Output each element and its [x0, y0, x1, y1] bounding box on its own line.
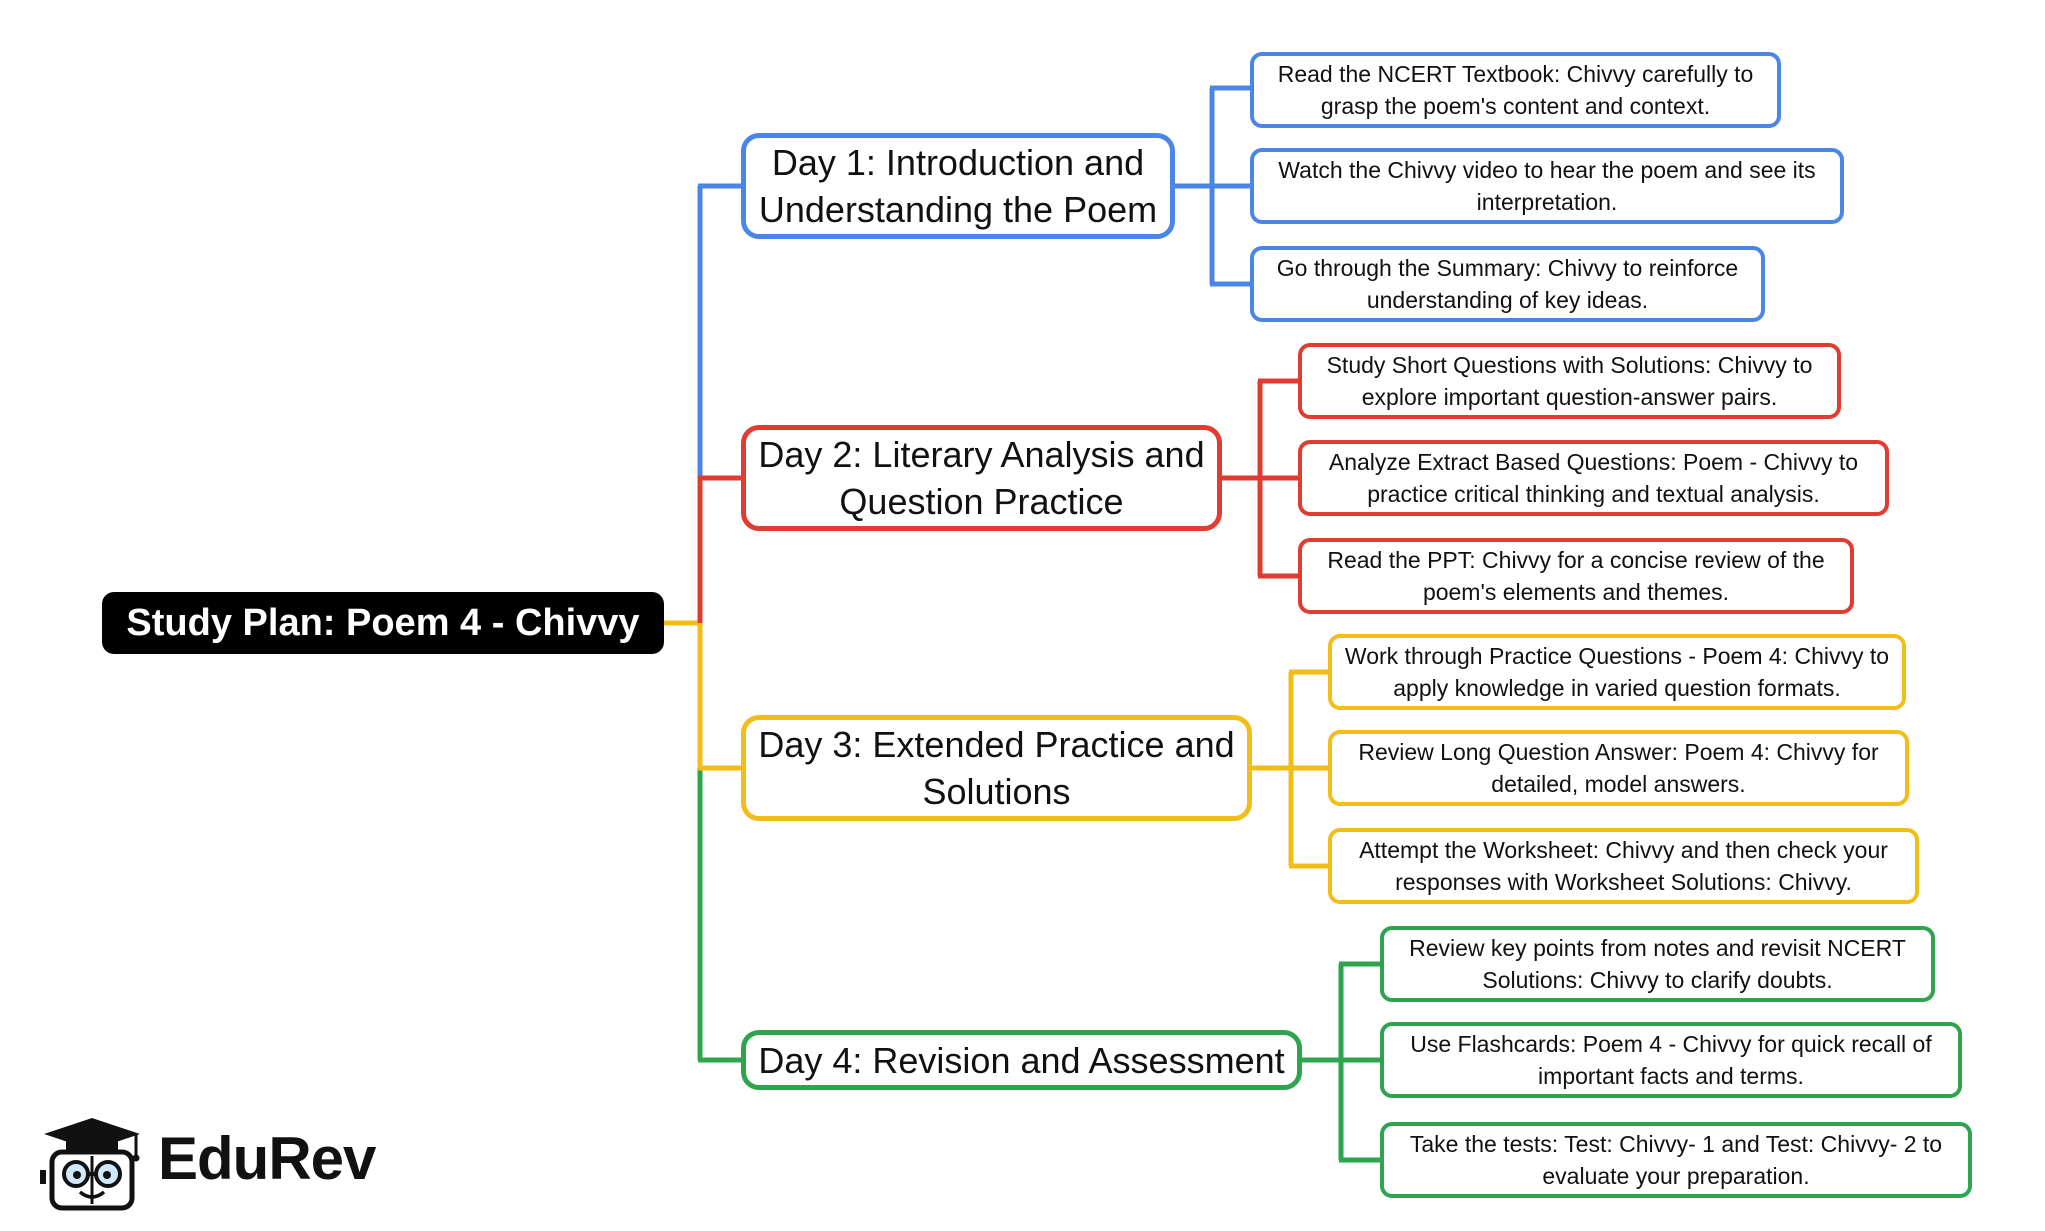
- root-node: Study Plan: Poem 4 - Chivvy: [102, 592, 664, 654]
- day-1-task-1: Read the NCERT Textbook: Chivvy carefull…: [1250, 52, 1781, 128]
- day-2-task-1: Study Short Questions with Solutions: Ch…: [1298, 343, 1841, 419]
- day-4-task-3: Take the tests: Test: Chivvy- 1 and Test…: [1380, 1122, 1972, 1198]
- day-2-task-3: Read the PPT: Chivvy for a concise revie…: [1298, 538, 1854, 614]
- day-4-title: Day 4: Revision and Assessment: [758, 1039, 1285, 1081]
- day-1-title: Day 1: Introduction and Understanding th…: [758, 142, 1158, 230]
- day-3-task-2: Review Long Question Answer: Poem 4: Chi…: [1328, 730, 1909, 806]
- day-3-task-1: Work through Practice Questions - Poem 4…: [1328, 634, 1906, 710]
- day-3-title: Day 3: Extended Practice and Solutions: [758, 724, 1235, 812]
- day-2-task-2: Analyze Extract Based Questions: Poem - …: [1298, 440, 1889, 516]
- day-1-task-3: Go through the Summary: Chivvy to reinfo…: [1250, 246, 1765, 322]
- root-title: Study Plan: Poem 4 - Chivvy: [126, 601, 640, 644]
- day-2-title: Day 2: Literary Analysis and Question Pr…: [758, 434, 1205, 522]
- day-3-node: Day 3: Extended Practice and Solutions: [741, 715, 1252, 821]
- day-1-task-2: Watch the Chivvy video to hear the poem …: [1250, 148, 1844, 224]
- graduation-cap-mascot-icon: [40, 1118, 140, 1211]
- day-4-task-1: Review key points from notes and revisit…: [1380, 926, 1935, 1002]
- day-2-node: Day 2: Literary Analysis and Question Pr…: [741, 425, 1222, 531]
- brand-name: EduRev: [158, 1125, 376, 1192]
- day-4-node: Day 4: Revision and Assessment: [741, 1030, 1302, 1090]
- day-4-task-2: Use Flashcards: Poem 4 - Chivvy for quic…: [1380, 1022, 1962, 1098]
- day-1-node: Day 1: Introduction and Understanding th…: [741, 133, 1175, 239]
- day-3-task-3: Attempt the Worksheet: Chivvy and then c…: [1328, 828, 1919, 904]
